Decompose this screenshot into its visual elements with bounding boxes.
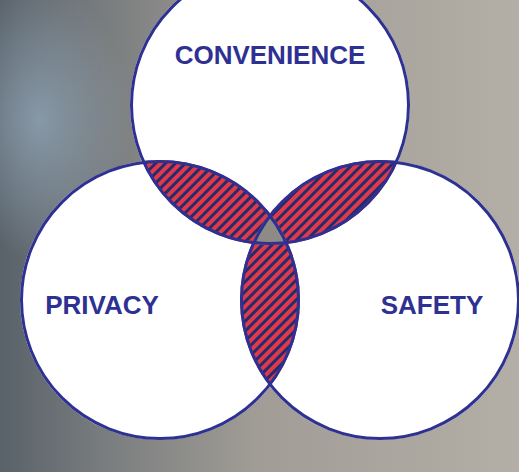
circle-label: SAFETY (381, 292, 484, 318)
circle-outline (22, 162, 299, 439)
center-region (240, 160, 519, 440)
circle-label: CONVENIENCE (175, 42, 366, 68)
overlap-hatch (240, 160, 519, 440)
venn-circle: PRIVACY (20, 160, 300, 440)
circle-outline-frame (130, 0, 410, 245)
center-overlap (240, 160, 519, 440)
venn-circle: CONVENIENCE (130, 0, 410, 245)
venn-circle: SAFETY (240, 160, 519, 440)
circle-outline (242, 162, 519, 439)
circle-label: PRIVACY (45, 292, 159, 318)
circle-fill (240, 160, 519, 440)
circle-outline (132, 0, 409, 244)
overlap-hatch (240, 160, 519, 440)
